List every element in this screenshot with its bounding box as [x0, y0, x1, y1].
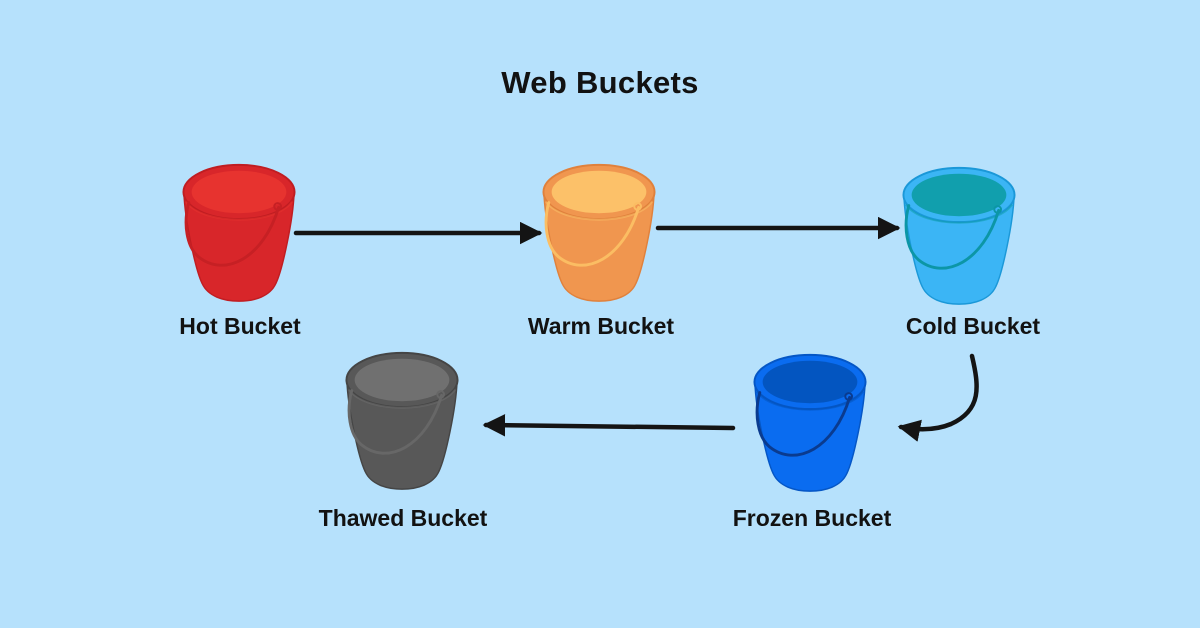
- warm-bucket: [541, 162, 657, 305]
- thawed-bucket-icon: [344, 350, 460, 493]
- cold-bucket-icon: [901, 165, 1017, 308]
- thawed-bucket-label: Thawed Bucket: [318, 505, 488, 531]
- hot-bucket-icon: [181, 162, 297, 305]
- cold-bucket-label: Cold Bucket: [905, 313, 1041, 339]
- frozen-bucket-label: Frozen Bucket: [732, 505, 892, 531]
- hot-bucket: [181, 162, 297, 305]
- thawed-bucket: [344, 350, 460, 493]
- arrow-frozen-to-thawed: [482, 413, 736, 437]
- frozen-bucket-icon: [752, 352, 868, 495]
- warm-bucket-label: Warm Bucket: [527, 313, 675, 339]
- frozen-bucket: [752, 352, 868, 495]
- arrow-cold-to-frozen: [897, 353, 979, 442]
- warm-bucket-icon: [541, 162, 657, 305]
- hot-bucket-label: Hot Bucket: [179, 313, 301, 339]
- diagram-title: Web Buckets: [501, 65, 699, 100]
- cold-bucket: [901, 165, 1017, 308]
